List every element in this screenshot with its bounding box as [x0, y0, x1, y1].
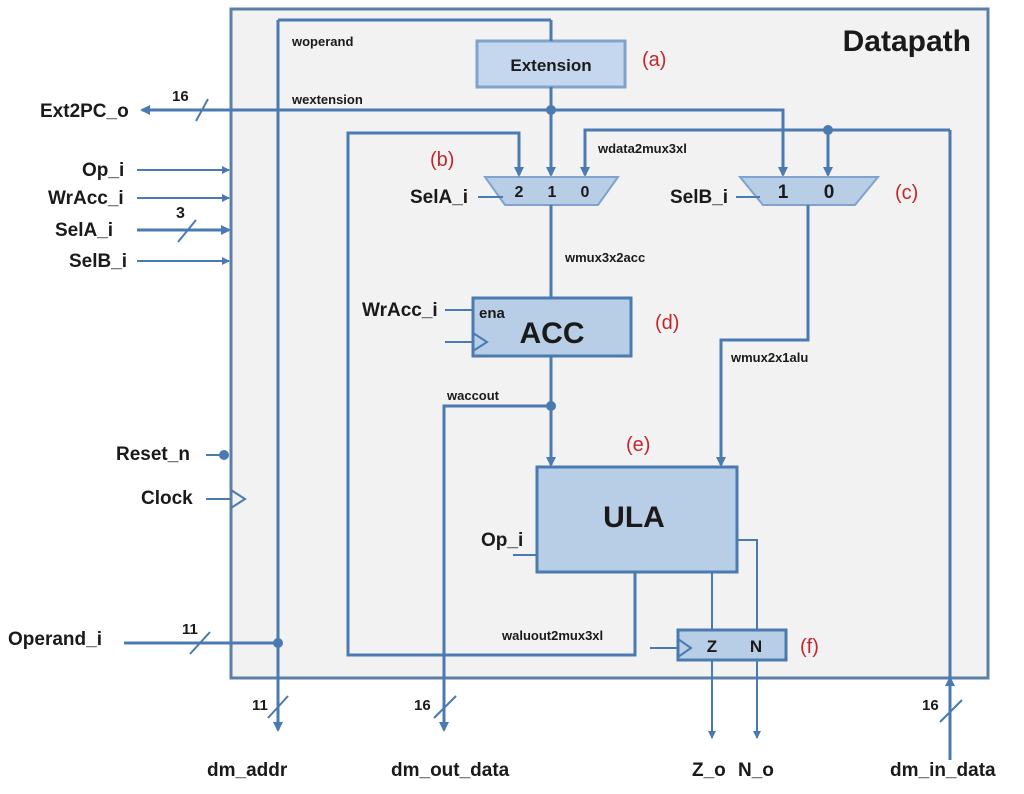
dm-out-data-width: 16 [414, 697, 431, 714]
dm-addr-width: 11 [252, 697, 268, 714]
waccout-label: waccout [446, 388, 500, 403]
flags-n-label: N [750, 637, 762, 656]
reset-input-label: Reset_n [116, 444, 190, 465]
acc-clock-icon [472, 332, 489, 352]
mux2-tag: (c) [895, 182, 918, 204]
flags-tag: (f) [800, 636, 819, 658]
dm-out-data-output-label: dm_out_data [391, 760, 510, 781]
woperand-label: woperand [291, 34, 353, 49]
dm-in-data-input-label: dm_in_data [890, 760, 996, 781]
extension-label: Extension [510, 56, 591, 75]
wmux2x1alu-label: wmux2x1alu [730, 350, 808, 365]
sela-width: 3 [176, 205, 185, 222]
mux2-block [737, 176, 881, 206]
operand-width: 11 [182, 621, 198, 638]
extension-tag: (a) [642, 49, 666, 71]
datapath-title: Datapath [843, 25, 971, 58]
acc-tag: (d) [655, 312, 679, 334]
mux3-input-1: 1 [548, 184, 557, 201]
acc-wracc-label: WrAcc_i [362, 300, 438, 321]
mux2-input-0: 0 [824, 182, 835, 203]
reset-bubble-icon [219, 450, 229, 460]
wdata2mux3xl-label: wdata2mux3xl [597, 141, 687, 156]
acc-label: ACC [520, 317, 585, 350]
mux3-select-label: SelA_i [410, 187, 468, 208]
dm-in-data-width: 16 [922, 697, 939, 714]
wracc-input-label: WrAcc_i [48, 188, 124, 209]
acc-enable-label: ena [479, 305, 506, 322]
sela-input-label: SelA_i [55, 220, 113, 241]
mux3-tag: (b) [430, 149, 454, 171]
ext2pc-output-label: Ext2PC_o [40, 101, 129, 122]
operand-junction [273, 638, 283, 648]
wextension-label: wextension [291, 92, 363, 107]
dm-addr-output-label: dm_addr [207, 760, 288, 781]
flags-clock-icon [677, 638, 693, 658]
mux2-select-label: SelB_i [670, 187, 728, 208]
wmux3x2acc-label: wmux3x2acc [564, 250, 645, 265]
mux2-input-1: 1 [778, 182, 789, 203]
ula-op-label: Op_i [481, 530, 523, 551]
flags-z-label: Z [707, 637, 717, 656]
ula-tag: (e) [626, 434, 650, 456]
ula-label: ULA [603, 501, 665, 534]
mux3-input-0: 0 [581, 184, 590, 201]
z-output-label: Z_o [692, 760, 726, 781]
mux3-block [483, 176, 620, 206]
clock-input-label: Clock [141, 488, 193, 509]
ext2pc-width: 16 [172, 88, 189, 105]
operand-input-label: Operand_i [8, 629, 102, 650]
n-output-label: N_o [738, 760, 774, 781]
op-input-label: Op_i [82, 160, 124, 181]
selb-input-label: SelB_i [69, 251, 127, 272]
ula-block [535, 465, 739, 574]
flags-block [676, 628, 788, 662]
waluout2mux3xl-label: waluout2mux3xl [501, 628, 603, 643]
acc-block [471, 296, 633, 358]
mux3-input-2: 2 [515, 184, 524, 201]
clock-triangle-icon [230, 489, 247, 509]
